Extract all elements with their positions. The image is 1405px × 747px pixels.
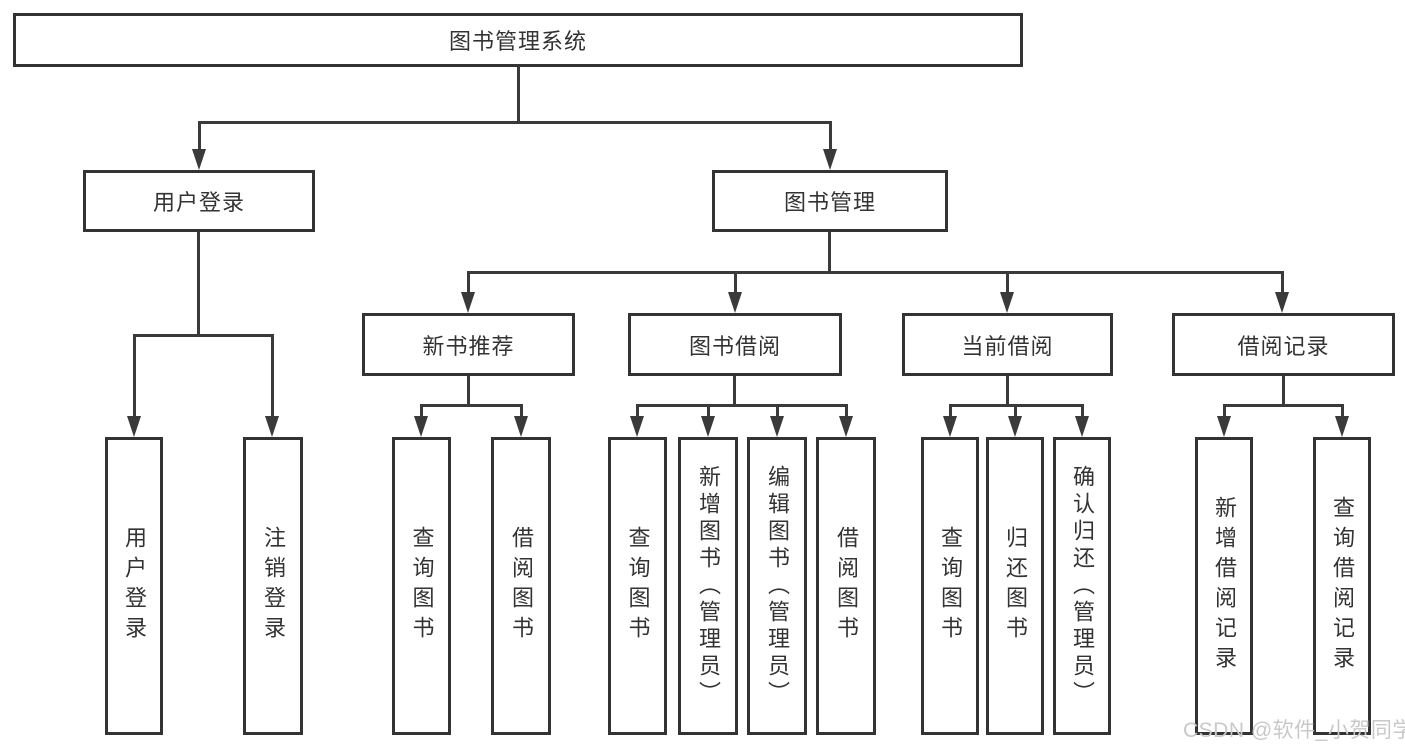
watermark: CSDN @软件_小贺同学 (1183, 719, 1405, 742)
arrow-down (461, 292, 475, 313)
leaf-logout-login-label: 注销登录 (261, 526, 286, 646)
arrow-down (1008, 416, 1022, 437)
leaf-query-books-borrow: 查询图书 (608, 437, 667, 735)
connector-leaf-drop (707, 404, 710, 416)
connector-leaf-drop (271, 334, 274, 416)
leaf-query-books-borrow-label: 查询图书 (625, 526, 651, 646)
connector-leaf-drop (133, 334, 136, 416)
node-user-login: 用户登录 (83, 170, 315, 232)
connector-records-branch (1223, 404, 1344, 407)
node-book-borrowing: 图书借阅 (628, 313, 842, 376)
arrow-down (414, 416, 428, 437)
connector-bookmgmt-branch (467, 271, 1284, 274)
connector-userlogin-branch (133, 334, 274, 337)
arrow-down (192, 149, 206, 170)
leaf-query-borrow-record-label: 查询借阅记录 (1330, 496, 1355, 676)
leaf-confirm-return-admin: 确认归还（管理员） (1053, 437, 1111, 735)
arrow-down (701, 416, 715, 437)
leaf-add-borrow-record: 新增借阅记录 (1195, 437, 1253, 735)
arrow-down (1275, 292, 1289, 313)
connector-leaf-drop (636, 404, 639, 416)
leaf-query-books-current: 查询图书 (921, 437, 979, 735)
connector-l3-drop (467, 271, 470, 293)
leaf-query-books-recommend-label: 查询图书 (409, 526, 435, 646)
connector-bookmgmt-stem (828, 232, 831, 274)
connector-current-stem (1006, 376, 1009, 407)
arrow-down (770, 416, 784, 437)
leaf-query-borrow-record: 查询借阅记录 (1313, 437, 1371, 735)
node-current-borrowing: 当前借阅 (902, 313, 1113, 376)
connector-newbook-branch (420, 404, 523, 407)
arrow-down (1335, 416, 1349, 437)
connector-leaf-drop (420, 404, 423, 416)
connector-records-stem (1282, 376, 1285, 407)
leaf-add-books-admin: 新增图书（管理员） (678, 437, 738, 735)
leaf-add-borrow-record-label: 新增借阅记录 (1212, 496, 1237, 676)
leaf-query-books-current-label: 查询图书 (938, 526, 963, 646)
connector-root-branch (198, 121, 831, 124)
leaf-borrow-books-recommend-label: 借阅图书 (509, 526, 534, 646)
connector-leaf-drop (520, 404, 523, 416)
node-current-borrowing-label: 当前借阅 (961, 333, 1054, 359)
leaf-edit-books-admin: 编辑图书（管理员） (747, 437, 807, 735)
node-borrowing-records-label: 借阅记录 (1237, 333, 1330, 359)
node-new-book-recommendation-label: 新书推荐 (422, 333, 515, 359)
arrow-down (823, 149, 837, 170)
leaf-borrow-books-recommend: 借阅图书 (491, 437, 551, 735)
leaf-edit-books-admin-label: 编辑图书（管理员） (765, 464, 790, 708)
connector-leaf-drop (949, 404, 952, 416)
node-library-system: 图书管理系统 (13, 13, 1023, 67)
arrow-down (1075, 416, 1089, 437)
node-borrowing-records: 借阅记录 (1172, 313, 1395, 376)
leaf-borrow-books-label: 借阅图书 (834, 526, 859, 646)
connector-bookmgmt-drop (829, 121, 832, 150)
connector-userlogin-stem (197, 232, 200, 337)
leaf-add-books-admin-label: 新增图书（管理员） (696, 464, 721, 708)
connector-leaf-drop (1223, 404, 1226, 416)
connector-leaf-drop (1014, 404, 1017, 416)
connector-borrowing-branch (636, 404, 847, 407)
connector-borrowing-stem (733, 376, 736, 407)
arrow-down (514, 416, 528, 437)
arrow-down (630, 416, 644, 437)
arrow-down (265, 416, 279, 437)
connector-leaf-drop (1341, 404, 1344, 416)
leaf-return-books-label: 归还图书 (1003, 526, 1028, 646)
leaf-user-login-label: 用户登录 (122, 526, 147, 646)
arrow-down (943, 416, 957, 437)
connector-newbook-stem (467, 376, 470, 407)
connector-root-stem (517, 67, 520, 123)
arrow-down (839, 416, 853, 437)
connector-userlogin-drop (198, 121, 201, 150)
connector-leaf-drop (776, 404, 779, 416)
leaf-user-login: 用户登录 (105, 437, 163, 735)
arrow-down (728, 292, 742, 313)
node-new-book-recommendation: 新书推荐 (362, 313, 575, 376)
connector-leaf-drop (845, 404, 848, 416)
leaf-confirm-return-admin-label: 确认归还（管理员） (1070, 464, 1095, 708)
connector-leaf-drop (1081, 404, 1084, 416)
node-user-login-label: 用户登录 (152, 190, 245, 215)
leaf-return-books: 归还图书 (986, 437, 1044, 735)
arrow-down (1217, 416, 1231, 437)
connector-l3-drop (1006, 271, 1009, 293)
arrow-down (1000, 292, 1014, 313)
connector-l3-drop (1281, 271, 1284, 293)
arrow-down (127, 416, 141, 437)
node-library-system-label: 图书管理系统 (448, 29, 587, 54)
node-book-management: 图书管理 (712, 170, 948, 232)
node-book-management-label: 图书管理 (783, 190, 876, 215)
leaf-logout-login: 注销登录 (243, 437, 303, 735)
node-book-borrowing-label: 图书借阅 (688, 333, 781, 359)
leaf-borrow-books: 借阅图书 (816, 437, 876, 735)
leaf-query-books-recommend: 查询图书 (392, 437, 451, 735)
connector-l3-drop (734, 271, 737, 293)
